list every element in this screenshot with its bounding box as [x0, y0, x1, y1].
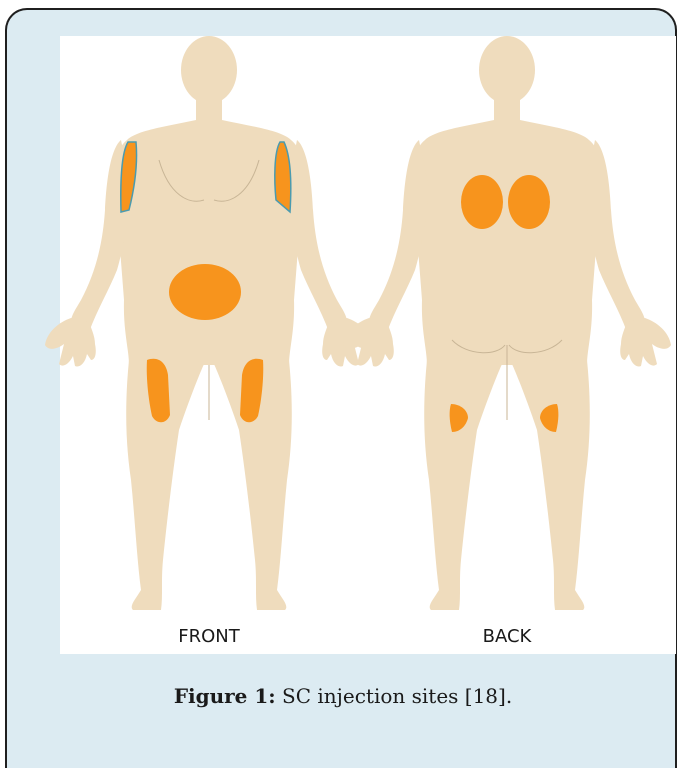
back-figure	[343, 36, 671, 610]
caption-text: SC injection sites [18].	[276, 684, 513, 708]
back-left-upper-site	[461, 175, 503, 229]
back-right-upper-site	[508, 175, 550, 229]
front-figure	[45, 36, 373, 610]
front-abdomen-site	[169, 264, 241, 320]
back-label: BACK	[427, 626, 587, 647]
caption-prefix: Figure 1:	[174, 684, 276, 708]
figure-caption: Figure 1: SC injection sites [18].	[0, 684, 686, 708]
front-label: FRONT	[129, 626, 289, 647]
